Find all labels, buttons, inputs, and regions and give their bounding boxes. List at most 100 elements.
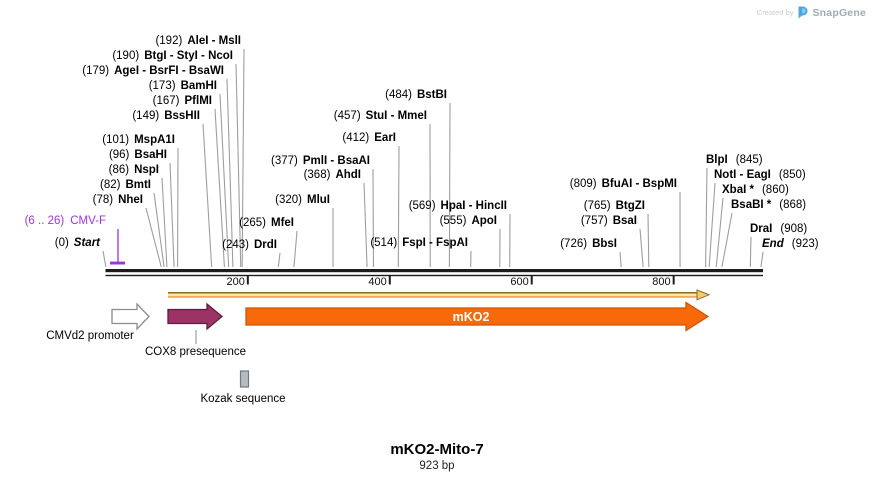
- callout-line-blpi: [705, 167, 708, 268]
- site-position: (173): [148, 80, 176, 92]
- kozak-sequence-label: Kozak sequence: [200, 393, 286, 405]
- enzyme-label-apoi[interactable]: (555)ApoI: [440, 215, 497, 228]
- callout-line-bbsi: [619, 251, 622, 268]
- enzyme-label-start[interactable]: (0)Start: [55, 237, 100, 250]
- site-position: (149): [132, 110, 160, 122]
- enzyme-label-mspa1i[interactable]: (101)MspA1I: [102, 134, 175, 147]
- enzyme-label-eari[interactable]: (412) EarI: [342, 132, 396, 145]
- callout-line-bsahi: [169, 162, 175, 268]
- site-name: EarI: [374, 132, 396, 144]
- site-position: (868): [779, 199, 807, 211]
- site-position: (179): [82, 65, 110, 77]
- primer-label-cmv-f[interactable]: (6 .. 26) CMV-F: [25, 215, 106, 228]
- site-name: BmtI: [125, 179, 151, 191]
- enzyme-label-mfei[interactable]: (265) MfeI: [239, 217, 294, 230]
- cmvd2-promoter-arrow[interactable]: [111, 302, 150, 331]
- site-position: (923): [791, 238, 819, 250]
- site-name: BfuAI - BspMI: [601, 178, 677, 190]
- site-position: (809): [569, 178, 597, 190]
- site-name: BsaI: [612, 215, 637, 227]
- enzyme-label-stui-mmei[interactable]: (457)StuI - MmeI: [334, 110, 427, 123]
- site-name: End: [762, 238, 784, 250]
- enzyme-label-agei-bsrfi-bsawi[interactable]: (179) AgeI - BsrFI - BsaWI: [82, 65, 224, 78]
- sequence-backbone-thin: [105, 274, 763, 277]
- enzyme-label-bsshii[interactable]: (149) BssHII: [132, 110, 200, 123]
- callout-line-drdi: [277, 252, 281, 268]
- orf-arrowhead: [696, 289, 711, 301]
- enzyme-label-drai[interactable]: DraI(908): [750, 223, 807, 236]
- site-name: BtgI - StyI - NcoI: [144, 50, 233, 62]
- site-name: PmlI - BsaAI: [302, 155, 370, 167]
- site-position: (726): [560, 238, 588, 250]
- callout-line-drai: [749, 236, 752, 268]
- site-position: (765): [583, 200, 611, 212]
- site-position: (845): [735, 154, 763, 166]
- enzyme-label-bsahi[interactable]: (96)BsaHI: [109, 149, 167, 162]
- callout-line-bamhi: [219, 93, 230, 268]
- site-position: (96): [108, 149, 130, 161]
- site-name: MfeI: [271, 217, 294, 229]
- mko2-cds-arrow[interactable]: [245, 301, 710, 332]
- enzyme-label-bstbi[interactable]: (484)BstBI: [385, 89, 447, 102]
- cmvf-primer-bar[interactable]: [110, 261, 125, 265]
- enzyme-label-end[interactable]: End (923): [762, 238, 819, 251]
- site-name: BtgZI: [615, 200, 645, 212]
- enzyme-label-ahdi[interactable]: (368)AhdI: [304, 169, 361, 182]
- callout-line-bstbi: [448, 102, 451, 268]
- enzyme-label-noti-eagi[interactable]: NotI - EagI(850): [714, 169, 806, 182]
- enzyme-label-hpai-hincii[interactable]: (569)HpaI - HincII: [409, 200, 507, 213]
- snapgene-logo-icon: [798, 6, 808, 19]
- enzyme-label-bfuai-bspmi[interactable]: (809) BfuAI - BspMI: [570, 178, 677, 191]
- enzyme-label-alei-msli[interactable]: (192)AleI - MslI: [155, 35, 241, 48]
- ruler-number-800: 800: [652, 275, 671, 288]
- site-name: AgeI - BsrFI - BsaWI: [114, 65, 224, 77]
- enzyme-label-bamhi[interactable]: (173)BamHI: [149, 80, 217, 93]
- cmvd2-promoter-label: CMVd2 promoter: [46, 330, 134, 342]
- site-position: (320): [275, 194, 302, 206]
- enzyme-label-bsabi[interactable]: BsaBI *(868): [731, 199, 806, 212]
- site-name: HpaI - HincII: [440, 200, 507, 212]
- site-position: (412): [342, 132, 370, 144]
- enzyme-label-nhei[interactable]: (78)NheI: [93, 194, 143, 207]
- kozak-sequence-box[interactable]: [239, 370, 250, 388]
- site-name: XbaI *: [722, 184, 754, 196]
- ruler-number-200: 200: [226, 275, 245, 288]
- site-position: (0): [54, 237, 69, 249]
- enzyme-label-bmti[interactable]: (82)BmtI: [100, 179, 151, 192]
- enzyme-label-fspi-fspai[interactable]: (514)FspI - FspAI: [370, 237, 468, 250]
- callout-line-xbai: [715, 197, 724, 268]
- enzyme-label-pmli-bsaai[interactable]: (377)PmlI - BsaAI: [271, 155, 370, 168]
- enzyme-label-pflmi[interactable]: (167)PflMI: [153, 95, 212, 108]
- primer-name: CMV-F: [70, 215, 106, 227]
- site-name: BssHII: [164, 110, 200, 122]
- enzyme-label-blpi[interactable]: BlpI(845): [706, 154, 763, 167]
- enzyme-label-btgi-styi-ncoi[interactable]: (190)BtgI - StyI - NcoI: [112, 50, 233, 63]
- enzyme-label-xbai[interactable]: XbaI *(860): [722, 184, 789, 197]
- site-position: (908): [780, 223, 808, 235]
- site-position: (265): [239, 217, 266, 229]
- orf-body: [168, 293, 697, 297]
- site-position: (514): [370, 237, 398, 249]
- enzyme-label-mlui[interactable]: (320)MluI: [275, 194, 330, 207]
- orf-border-bottom: [168, 296, 697, 298]
- callout-line-alei-msli: [241, 48, 245, 268]
- site-position: (86): [108, 164, 130, 176]
- site-name: ApoI: [471, 215, 497, 227]
- site-position: (192): [155, 35, 183, 47]
- enzyme-label-bsai[interactable]: (757)BsaI: [581, 215, 637, 228]
- site-name: BstBI: [416, 89, 447, 101]
- site-name: NotI - EagI: [714, 169, 771, 181]
- orf-indicator[interactable]: [168, 289, 711, 301]
- enzyme-label-drdi[interactable]: (243)DrdI: [222, 239, 277, 252]
- site-name: StuI - MmeI: [365, 110, 427, 122]
- primer-position: (6 .. 26): [24, 215, 65, 227]
- cox8-presequence-arrow[interactable]: [167, 302, 224, 331]
- enzyme-label-btgzi[interactable]: (765) BtgZI: [584, 200, 645, 213]
- enzyme-label-bbsi[interactable]: (726)BbsI: [560, 238, 617, 251]
- site-name: AhdI: [335, 169, 361, 181]
- enzyme-label-nspi[interactable]: (86)NspI: [109, 164, 159, 177]
- callout-line-mfei: [293, 230, 298, 268]
- site-position: (78): [92, 194, 114, 206]
